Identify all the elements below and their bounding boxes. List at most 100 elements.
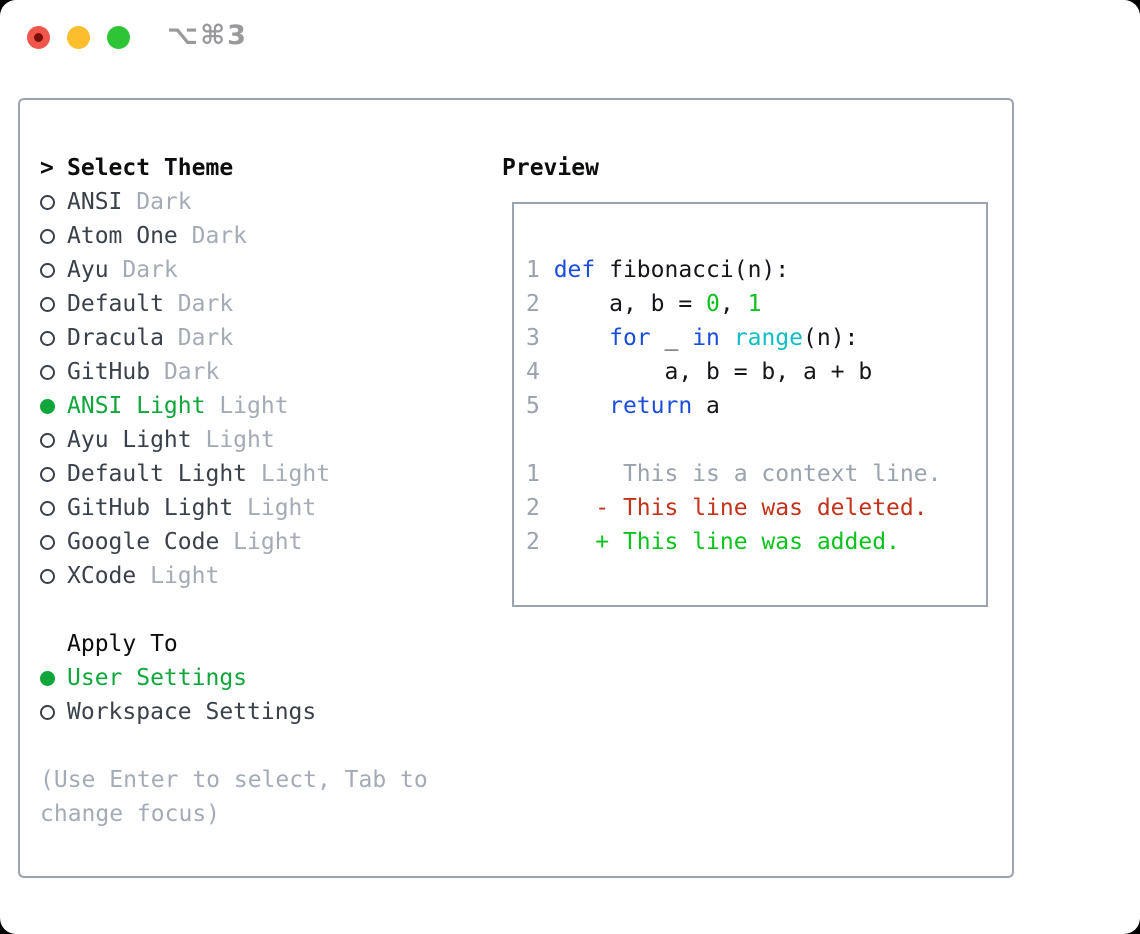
apply-option[interactable]: Workspace Settings bbox=[40, 695, 452, 729]
theme-option[interactable]: ANSI Dark bbox=[40, 185, 452, 219]
apply-to-header: Apply To bbox=[40, 627, 452, 661]
titlebar: ⌥⌘3 bbox=[0, 0, 1140, 98]
theme-option[interactable]: GitHub Light Light bbox=[40, 491, 452, 525]
theme-option[interactable]: Default Light Light bbox=[40, 457, 452, 491]
theme-variant-label: Light bbox=[233, 495, 317, 521]
theme-option[interactable]: Ayu Dark bbox=[40, 253, 452, 287]
radio-icon bbox=[40, 330, 55, 346]
theme-option-label: GitHub Light bbox=[67, 495, 234, 521]
code-token: a, b = bbox=[553, 291, 707, 317]
code-token: def bbox=[553, 257, 596, 283]
radio-icon bbox=[40, 364, 55, 380]
radio-column bbox=[40, 704, 67, 720]
code-token: , bbox=[719, 291, 748, 317]
theme-variant-label: Light bbox=[247, 461, 331, 487]
theme-option-label: XCode bbox=[67, 563, 137, 589]
theme-option-label: Default Light bbox=[67, 461, 248, 487]
radio-column bbox=[40, 228, 67, 244]
radio-column bbox=[40, 500, 67, 516]
radio-column bbox=[40, 262, 67, 278]
code-token: for bbox=[609, 325, 651, 351]
theme-variant-label: Dark bbox=[163, 325, 234, 351]
minimize-button[interactable] bbox=[67, 26, 90, 49]
theme-option[interactable]: Atom One Dark bbox=[40, 219, 452, 253]
close-button[interactable] bbox=[27, 26, 50, 49]
keyboard-hint: (Use Enter to select, Tab to change focu… bbox=[40, 767, 428, 827]
zoom-button[interactable] bbox=[107, 26, 130, 49]
theme-option[interactable]: Default Dark bbox=[40, 287, 452, 321]
code-token bbox=[720, 325, 734, 351]
theme-option[interactable]: GitHub Dark bbox=[40, 355, 452, 389]
radio-column bbox=[40, 670, 67, 686]
apply-option-label: Workspace Settings bbox=[67, 699, 317, 725]
select-theme-header: > Select Theme bbox=[40, 151, 452, 185]
theme-option-label: ANSI bbox=[67, 189, 123, 215]
code-line: 2 a, b = 0, 1 bbox=[526, 287, 986, 321]
radio-icon bbox=[40, 194, 55, 210]
theme-option[interactable]: Ayu Light Light bbox=[40, 423, 452, 457]
theme-variant-label: Dark bbox=[163, 291, 234, 317]
apply-to-title: Apply To bbox=[67, 631, 178, 657]
radio-column bbox=[40, 364, 67, 380]
line-number: 2 bbox=[526, 291, 554, 317]
radio-icon bbox=[40, 432, 55, 448]
traffic-lights bbox=[27, 26, 130, 49]
line-number: 1 bbox=[526, 257, 554, 283]
radio-icon bbox=[40, 228, 55, 244]
diff-line: 1 This is a context line. bbox=[526, 457, 986, 491]
line-number: 2 bbox=[526, 529, 596, 555]
code-token: (n): bbox=[803, 325, 859, 351]
radio-column bbox=[40, 330, 67, 346]
diff-block: 1 This is a context line.2 - This line w… bbox=[526, 457, 986, 559]
radio-column bbox=[40, 432, 67, 448]
code-token bbox=[554, 325, 609, 351]
line-number: 1 bbox=[526, 461, 596, 487]
radio-column bbox=[40, 568, 67, 584]
diff-marker bbox=[595, 461, 623, 487]
radio-icon bbox=[40, 534, 55, 550]
radio-column bbox=[40, 466, 67, 482]
code-line: 5 return a bbox=[526, 389, 986, 423]
theme-variant-label: Dark bbox=[122, 189, 192, 215]
radio-icon bbox=[40, 262, 55, 278]
code-token: in bbox=[692, 325, 720, 351]
radio-column bbox=[40, 534, 67, 550]
radio-column bbox=[40, 194, 67, 210]
window-shortcut-label: ⌥⌘3 bbox=[167, 20, 248, 51]
line-number: 4 bbox=[526, 359, 554, 385]
theme-option[interactable]: XCode Light bbox=[40, 559, 452, 593]
code-token: a, b = b, a + b bbox=[553, 359, 873, 385]
theme-option[interactable]: Google Code Light bbox=[40, 525, 452, 559]
diff-marker: - bbox=[595, 495, 623, 521]
code-token: a bbox=[692, 393, 720, 419]
radio-column bbox=[40, 296, 67, 312]
code-token: _ bbox=[650, 325, 693, 351]
theme-option[interactable]: Dracula Dark bbox=[40, 321, 452, 355]
theme-variant-label: Light bbox=[219, 529, 303, 555]
code-line: 4 a, b = b, a + b bbox=[526, 355, 986, 389]
code-token: fibonacci(n): bbox=[595, 257, 790, 283]
radio-icon bbox=[40, 296, 55, 312]
theme-variant-label: Dark bbox=[177, 223, 248, 249]
apply-option[interactable]: User Settings bbox=[40, 661, 452, 695]
code-line: 1 def fibonacci(n): bbox=[526, 253, 986, 287]
code-line: 3 for _ in range(n): bbox=[526, 321, 986, 355]
diff-line: 2 - This line was deleted. bbox=[526, 491, 986, 525]
theme-variant-label: Light bbox=[205, 393, 289, 419]
line-number: 2 bbox=[526, 495, 596, 521]
select-theme-title: Select Theme bbox=[67, 155, 234, 181]
theme-option[interactable]: ANSI Light Light bbox=[40, 389, 452, 423]
theme-option-label: Default bbox=[67, 291, 164, 317]
theme-option-label: Ayu Light bbox=[67, 427, 192, 453]
spacer bbox=[40, 729, 452, 763]
theme-variant-label: Dark bbox=[150, 359, 220, 385]
line-number: 3 bbox=[526, 325, 554, 351]
line-number: 5 bbox=[526, 393, 554, 419]
prompt-icon: > bbox=[40, 155, 54, 181]
theme-option-label: ANSI Light bbox=[67, 393, 206, 419]
